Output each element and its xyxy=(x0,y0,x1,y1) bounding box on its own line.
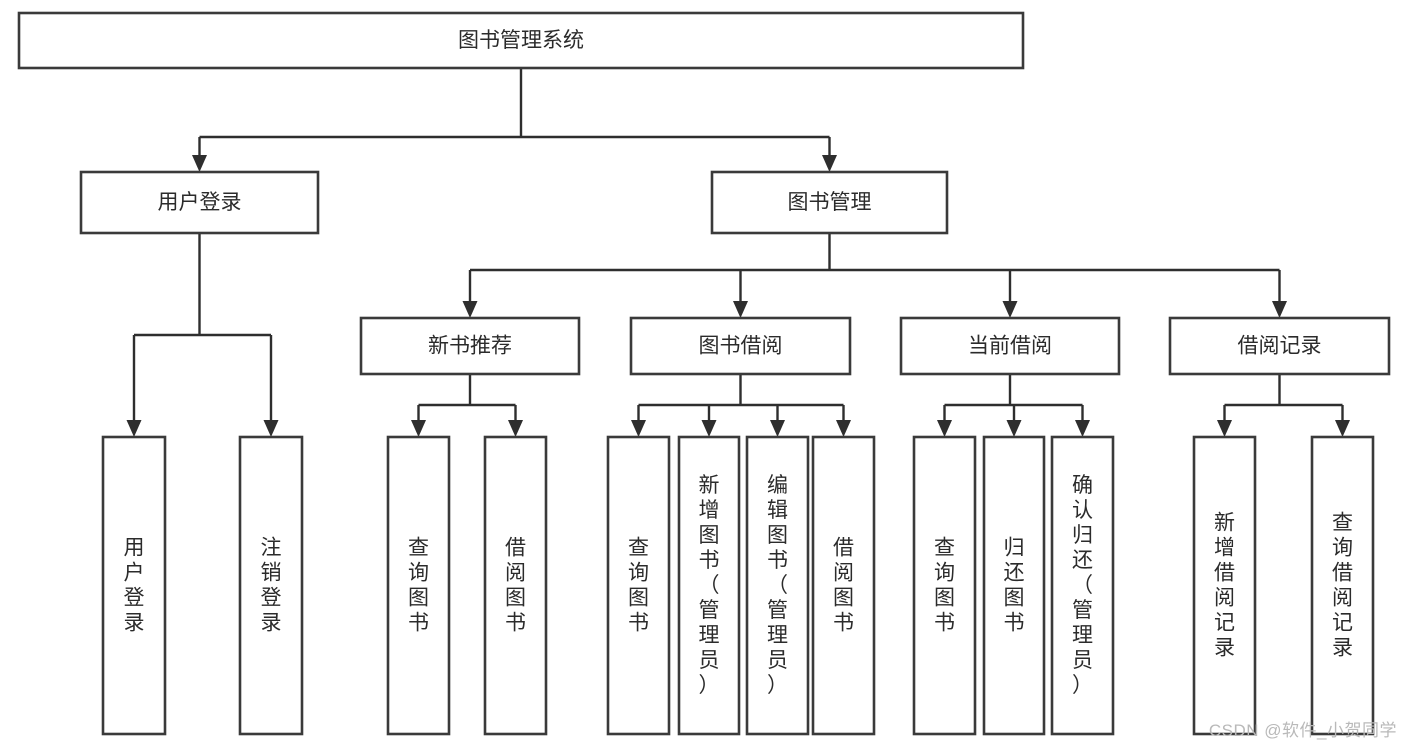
node-leaf-user-login[interactable]: 用户登录 xyxy=(101,435,167,736)
arrow-head-icon xyxy=(836,420,851,437)
node-label-book-manage: 图书管理 xyxy=(788,191,872,214)
arrow-head-icon xyxy=(937,420,952,437)
node-box-leaf-edit-book-admin xyxy=(745,435,810,736)
node-leaf-add-borrow-record[interactable]: 新增借阅记录 xyxy=(1192,435,1257,736)
arrow-head-icon xyxy=(770,420,785,437)
node-label-leaf-query-borrow-record: 查询借阅记录 xyxy=(1332,512,1353,660)
node-leaf-confirm-return-admin[interactable]: 确认归还（管理员） xyxy=(1050,435,1115,736)
node-label-leaf-confirm-return-admin: 确认归还（管理员） xyxy=(1072,474,1093,697)
arrow-head-icon xyxy=(733,301,748,318)
node-leaf-logout[interactable]: 注销登录 xyxy=(238,435,304,736)
node-box-user-login xyxy=(79,170,320,235)
node-book-manage[interactable]: 图书管理 xyxy=(710,170,949,235)
arrow-head-icon xyxy=(411,420,426,437)
arrow-head-icon xyxy=(1075,420,1090,437)
arrow-head-icon xyxy=(1217,420,1232,437)
node-box-leaf-query-book-borrow xyxy=(606,435,671,736)
node-leaf-query-book-borrow[interactable]: 查询图书 xyxy=(606,435,671,736)
node-label-leaf-query-book-current: 查询图书 xyxy=(934,537,955,635)
arrow-head-icon xyxy=(1272,301,1287,318)
node-label-leaf-user-login: 用户登录 xyxy=(124,537,145,635)
node-label-book-borrow: 图书借阅 xyxy=(699,335,783,358)
node-box-leaf-confirm-return-admin xyxy=(1050,435,1115,736)
node-book-borrow[interactable]: 图书借阅 xyxy=(629,316,852,376)
node-box-book-borrow xyxy=(629,316,852,376)
node-box-leaf-add-borrow-record xyxy=(1192,435,1257,736)
node-box-book-manage xyxy=(710,170,949,235)
node-label-new-book-recommend: 新书推荐 xyxy=(428,335,512,358)
node-box-leaf-borrow-book-recommend xyxy=(483,435,548,736)
arrow-head-icon xyxy=(1002,301,1018,318)
arrow-head-icon xyxy=(462,301,478,318)
node-label-leaf-borrow-book: 借阅图书 xyxy=(833,537,854,635)
node-root[interactable]: 图书管理系统 xyxy=(17,11,1025,70)
node-box-leaf-return-book xyxy=(982,435,1046,736)
node-label-leaf-edit-book-admin: 编辑图书（管理员） xyxy=(767,474,788,697)
node-leaf-add-book-admin[interactable]: 新增图书（管理员） xyxy=(677,435,741,736)
arrow-head-icon xyxy=(631,420,646,437)
node-box-leaf-borrow-book xyxy=(811,435,876,736)
node-box-borrow-record xyxy=(1168,316,1391,376)
node-label-leaf-query-book-recommend: 查询图书 xyxy=(408,537,429,635)
node-label-borrow-record: 借阅记录 xyxy=(1238,335,1322,358)
arrow-head-icon xyxy=(126,420,142,437)
arrow-head-icon xyxy=(701,420,717,437)
node-leaf-query-borrow-record[interactable]: 查询借阅记录 xyxy=(1310,435,1375,736)
node-current-borrow[interactable]: 当前借阅 xyxy=(899,316,1121,376)
arrow-head-icon xyxy=(192,155,207,172)
node-new-book-recommend[interactable]: 新书推荐 xyxy=(359,316,581,376)
node-layer: 图书管理系统用户登录图书管理新书推荐图书借阅当前借阅借阅记录用户登录注销登录查询… xyxy=(17,11,1391,736)
node-box-leaf-logout xyxy=(238,435,304,736)
node-label-user-login: 用户登录 xyxy=(158,191,242,214)
node-label-leaf-add-borrow-record: 新增借阅记录 xyxy=(1214,512,1235,660)
node-borrow-record[interactable]: 借阅记录 xyxy=(1168,316,1391,376)
arrow-head-icon xyxy=(1006,420,1022,437)
node-label-leaf-logout: 注销登录 xyxy=(261,537,282,635)
node-label-leaf-return-book: 归还图书 xyxy=(1004,537,1025,635)
node-label-leaf-borrow-book-recommend: 借阅图书 xyxy=(505,537,526,635)
node-leaf-edit-book-admin[interactable]: 编辑图书（管理员） xyxy=(745,435,810,736)
node-label-root: 图书管理系统 xyxy=(458,29,584,52)
node-label-leaf-add-book-admin: 新增图书（管理员） xyxy=(699,474,720,697)
node-leaf-query-book-recommend[interactable]: 查询图书 xyxy=(386,435,451,736)
node-box-leaf-add-book-admin xyxy=(677,435,741,736)
node-user-login[interactable]: 用户登录 xyxy=(79,170,320,235)
node-leaf-borrow-book-recommend[interactable]: 借阅图书 xyxy=(483,435,548,736)
node-box-leaf-query-book-current xyxy=(912,435,977,736)
node-leaf-return-book[interactable]: 归还图书 xyxy=(982,435,1046,736)
node-label-leaf-query-book-borrow: 查询图书 xyxy=(628,537,649,635)
connector-layer xyxy=(126,68,1350,437)
node-leaf-query-book-current[interactable]: 查询图书 xyxy=(912,435,977,736)
node-leaf-borrow-book[interactable]: 借阅图书 xyxy=(811,435,876,736)
arrow-head-icon xyxy=(508,420,523,437)
node-box-leaf-query-borrow-record xyxy=(1310,435,1375,736)
node-box-current-borrow xyxy=(899,316,1121,376)
node-box-leaf-query-book-recommend xyxy=(386,435,451,736)
arrow-head-icon xyxy=(263,420,279,437)
node-box-leaf-user-login xyxy=(101,435,167,736)
node-box-root xyxy=(17,11,1025,70)
arrow-head-icon xyxy=(822,155,837,172)
node-label-current-borrow: 当前借阅 xyxy=(968,335,1052,358)
node-box-new-book-recommend xyxy=(359,316,581,376)
arrow-head-icon xyxy=(1335,420,1350,437)
